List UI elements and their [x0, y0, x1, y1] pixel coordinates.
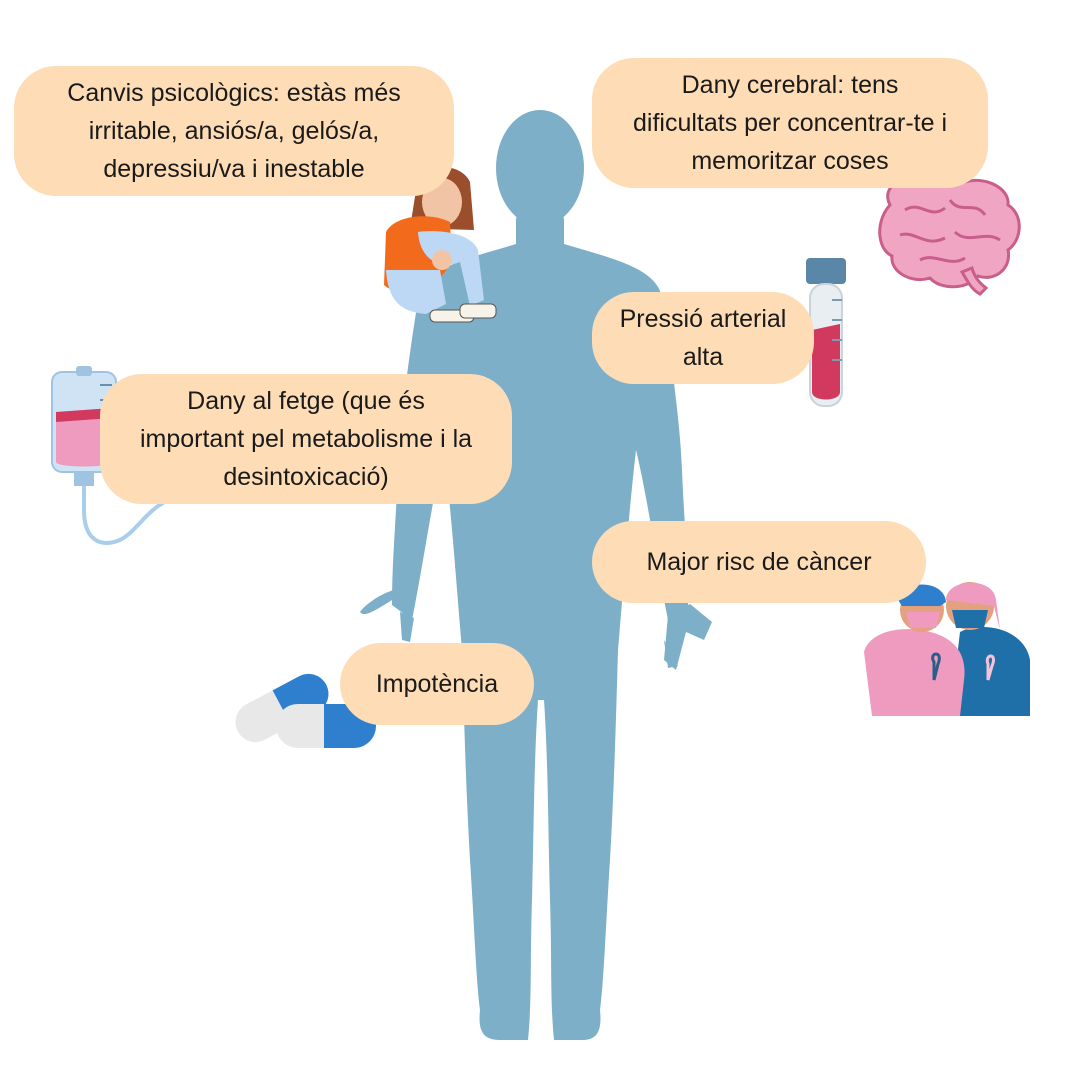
bubble-line: Canvis psicològics: estàs més	[67, 79, 401, 107]
bubble-line: Impotència	[375, 670, 499, 698]
impotence-bubble: Impotència	[340, 643, 534, 725]
bubble-line: Major risc de càncer	[646, 548, 872, 576]
bubble-line: Pressió arterial	[619, 305, 787, 333]
bubble-line: Dany al fetge (que és	[187, 387, 425, 415]
liver-damage-bubble: Dany al fetge (que és important pel meta…	[100, 374, 512, 504]
bubble-line: Dany cerebral: tens	[681, 71, 899, 99]
blood-pressure-bubble: Pressió arterial alta	[592, 292, 814, 384]
bubble-line: important pel metabolisme i la	[139, 425, 473, 453]
brain-damage-bubble: Dany cerebral: tens dificultats per conc…	[592, 58, 988, 188]
bubble-line: depressiu/va i inestable	[103, 155, 365, 183]
cancer-risk-bubble: Major risc de càncer	[592, 521, 926, 603]
bubble-line: irritable, ansiós/a, gelós/a,	[88, 117, 380, 145]
bubble-line: memoritzar coses	[691, 147, 889, 175]
bubble-line: desintoxicació)	[223, 463, 389, 491]
psychological-changes-bubble: Canvis psicològics: estàs més irritable,…	[14, 66, 454, 196]
bubble-line: dificultats per concentrar-te i	[632, 109, 948, 137]
bubble-line: alta	[682, 343, 724, 371]
